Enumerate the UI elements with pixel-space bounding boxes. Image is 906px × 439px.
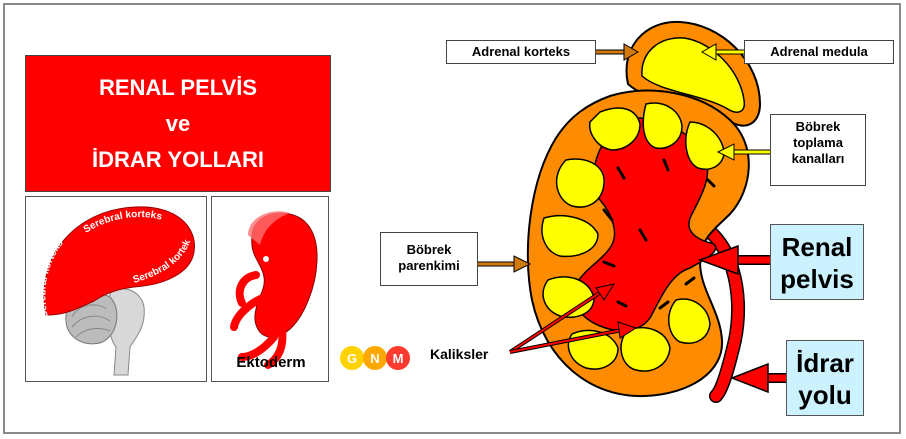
label-adrenal-korteks: Adrenal korteks xyxy=(446,40,596,64)
label-bobrek-toplama-kanallari: Böbrek toplama kanalları xyxy=(770,114,866,186)
logo-letter-m: M xyxy=(393,351,404,366)
logo-letter-n: N xyxy=(370,351,379,366)
arrow-parenkim xyxy=(478,256,530,272)
label-bobrek-parenkimi: Böbrek parenkimi xyxy=(380,232,478,286)
label-idrar-yolu: İdrar yolu xyxy=(786,340,864,416)
label-renal-pelvis: Renal pelvis xyxy=(770,224,864,300)
logo-letter-g: G xyxy=(347,351,357,366)
label-kaliksler: Kaliksler xyxy=(430,346,488,362)
label-adrenal-medula: Adrenal medula xyxy=(744,40,894,64)
gnm-logo: G N M xyxy=(340,346,410,370)
arrow-idrar-yolu xyxy=(732,364,786,392)
